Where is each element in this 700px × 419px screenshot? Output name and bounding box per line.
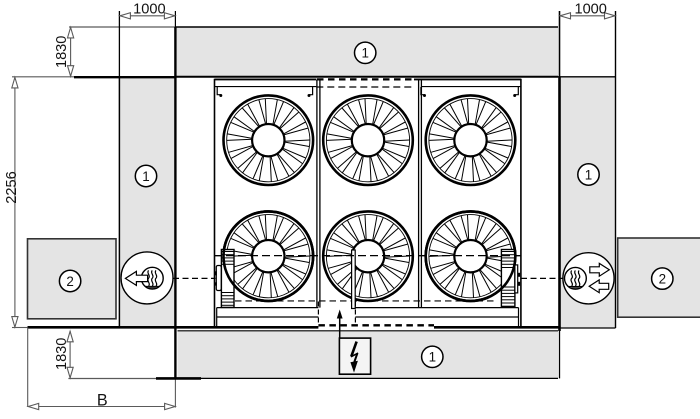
- svg-text:2: 2: [659, 271, 666, 286]
- svg-text:1: 1: [361, 46, 368, 61]
- svg-text:1830: 1830: [54, 36, 70, 68]
- svg-text:1: 1: [429, 350, 436, 365]
- svg-text:1: 1: [585, 167, 592, 182]
- svg-text:1000: 1000: [133, 1, 165, 17]
- svg-text:1: 1: [142, 169, 149, 184]
- svg-text:1830: 1830: [54, 338, 70, 370]
- svg-text:2: 2: [66, 274, 73, 289]
- svg-text:1000: 1000: [574, 1, 606, 17]
- svg-text:B: B: [97, 391, 108, 409]
- svg-text:2256: 2256: [4, 171, 20, 203]
